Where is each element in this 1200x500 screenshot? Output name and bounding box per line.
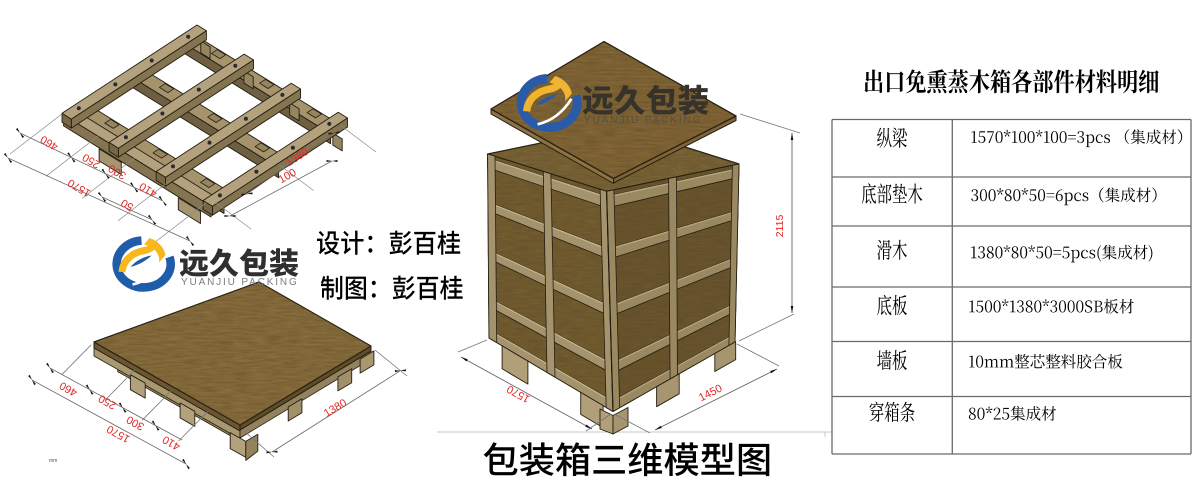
svg-text:50: 50 [119, 196, 136, 213]
svg-text:YUANJIU PACKING: YUANJIU PACKING [181, 277, 299, 288]
svg-text:YUANJIU PACKING: YUANJIU PACKING [584, 115, 702, 126]
svg-text:2115: 2115 [774, 215, 786, 238]
svg-text:mm: mm [49, 458, 57, 464]
